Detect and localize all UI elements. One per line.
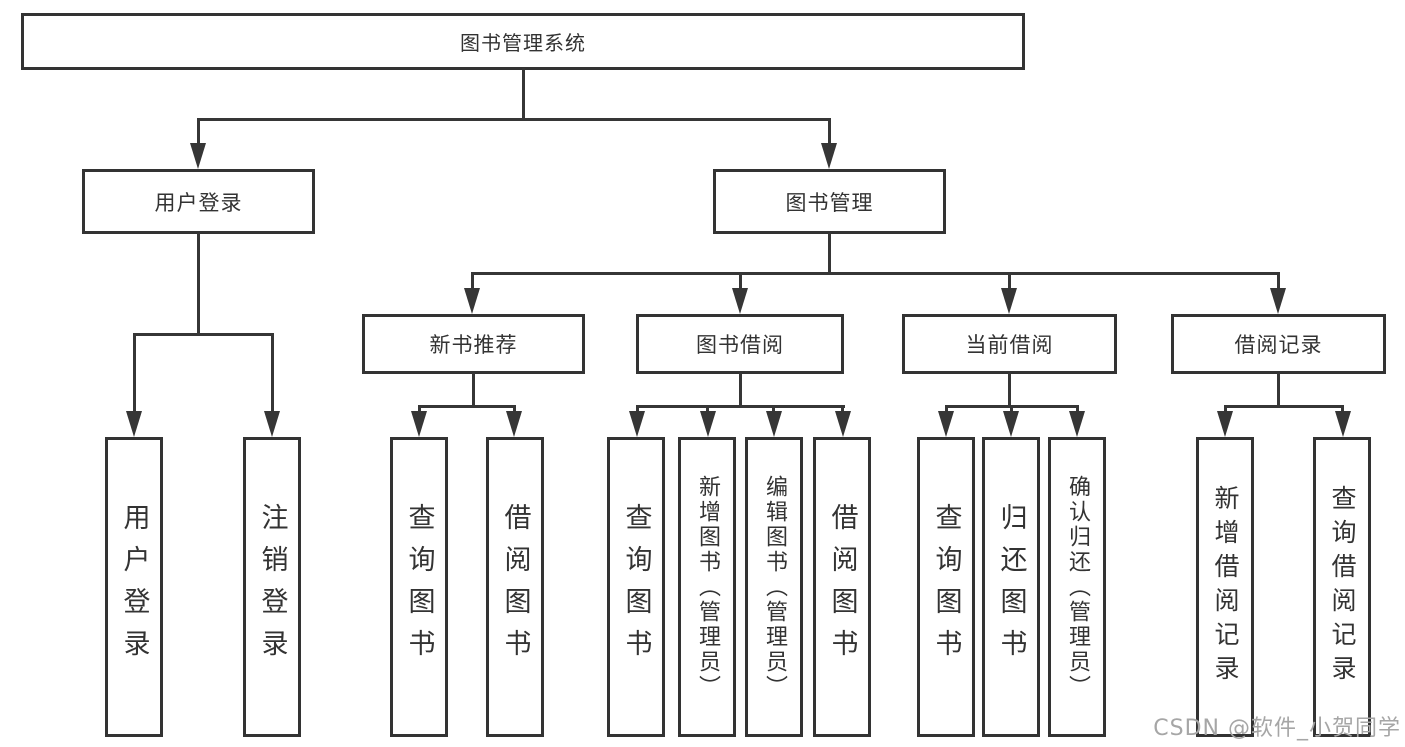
- node-query-books-current: 查询图书: [917, 437, 975, 737]
- node-label: 用户登录: [154, 190, 243, 215]
- node-label: 图书借阅: [696, 333, 784, 357]
- node-book-borrow: 图书借阅: [636, 314, 844, 374]
- node-label: 查询借阅记录: [1328, 485, 1357, 689]
- connector-line: [772, 405, 775, 415]
- connector-line: [637, 405, 845, 408]
- node-query-books-recommend: 查询图书: [390, 437, 448, 737]
- node-add-books-admin: 新增图书（管理员）: [678, 437, 736, 737]
- node-borrow-books: 借阅图书: [813, 437, 871, 737]
- arrow-down-icon: [1270, 288, 1286, 314]
- node-label: 借阅图书: [826, 503, 858, 671]
- node-label: 图书管理: [785, 190, 874, 215]
- node-new-book-recommend: 新书推荐: [362, 314, 585, 374]
- connector-line: [1076, 405, 1079, 415]
- node-query-books-borrow: 查询图书: [607, 437, 665, 737]
- node-label: 查询图书: [930, 503, 962, 671]
- node-edit-books-admin: 编辑图书（管理员）: [745, 437, 803, 737]
- connector-line: [1341, 405, 1344, 415]
- connector-line: [197, 233, 200, 333]
- connector-line: [739, 373, 742, 407]
- arrow-down-icon: [732, 288, 748, 314]
- connector-line: [472, 272, 1280, 275]
- arrow-down-icon: [938, 411, 954, 437]
- node-label: 用户登录: [118, 503, 150, 671]
- connector-line: [945, 405, 948, 415]
- node-label: 确认归还（管理员）: [1065, 474, 1090, 700]
- connector-line: [1008, 373, 1011, 407]
- arrow-down-icon: [1335, 411, 1351, 437]
- arrow-down-icon: [126, 411, 142, 437]
- connector-line: [522, 68, 525, 118]
- connector-line: [513, 405, 516, 415]
- node-library-management-system: 图书管理系统: [21, 13, 1025, 70]
- node-current-borrow: 当前借阅: [902, 314, 1117, 374]
- node-label: 借阅记录: [1234, 333, 1323, 357]
- node-logout: 注销登录: [243, 437, 301, 737]
- arrow-down-icon: [766, 411, 782, 437]
- node-borrow-record: 借阅记录: [1171, 314, 1386, 374]
- node-borrow-books-recommend: 借阅图书: [486, 437, 544, 737]
- connector-line: [1008, 272, 1011, 290]
- node-label: 新增借阅记录: [1211, 485, 1240, 689]
- arrow-down-icon: [700, 411, 716, 437]
- connector-line: [828, 118, 831, 148]
- arrow-down-icon: [821, 143, 837, 169]
- connector-line: [133, 333, 274, 336]
- node-book-management: 图书管理: [713, 169, 946, 234]
- arrow-down-icon: [1003, 411, 1019, 437]
- node-label: 查询图书: [620, 503, 652, 671]
- arrow-down-icon: [411, 411, 427, 437]
- arrow-down-icon: [629, 411, 645, 437]
- connector-line: [739, 272, 742, 290]
- node-confirm-return-admin: 确认归还（管理员）: [1048, 437, 1106, 737]
- connector-line: [197, 118, 831, 121]
- arrow-down-icon: [506, 411, 522, 437]
- connector-line: [197, 118, 200, 148]
- node-add-borrow-record: 新增借阅记录: [1196, 437, 1254, 737]
- connector-line: [271, 333, 274, 411]
- connector-line: [1224, 405, 1227, 415]
- node-return-books: 归还图书: [982, 437, 1040, 737]
- connector-line: [841, 405, 844, 415]
- node-query-borrow-record: 查询借阅记录: [1313, 437, 1371, 737]
- node-user-login: 用户登录: [82, 169, 315, 234]
- connector-line: [706, 405, 709, 415]
- node-label: 借阅图书: [499, 503, 531, 671]
- connector-line: [133, 333, 136, 411]
- node-label: 图书管理系统: [460, 31, 586, 55]
- connector-line: [1010, 405, 1013, 415]
- node-label: 新增图书（管理员）: [695, 474, 720, 700]
- connector-line: [471, 272, 474, 290]
- connector-line: [636, 405, 639, 415]
- node-label: 新书推荐: [429, 333, 518, 357]
- connector-line: [1277, 373, 1280, 407]
- arrow-down-icon: [464, 288, 480, 314]
- node-label: 查询图书: [403, 503, 435, 671]
- connector-line: [1225, 405, 1344, 408]
- node-label: 当前借阅: [965, 333, 1054, 357]
- arrow-down-icon: [1217, 411, 1233, 437]
- node-label: 归还图书: [995, 503, 1027, 671]
- node-label: 注销登录: [256, 503, 288, 671]
- node-label: 编辑图书（管理员）: [762, 474, 787, 700]
- arrow-down-icon: [264, 411, 280, 437]
- csdn-watermark: CSDN @软件_小贺同学: [1153, 716, 1401, 741]
- arrow-down-icon: [835, 411, 851, 437]
- node-user-login-leaf: 用户登录: [105, 437, 163, 737]
- arrow-down-icon: [190, 143, 206, 169]
- connector-line: [419, 405, 516, 408]
- connector-line: [828, 233, 831, 273]
- arrow-down-icon: [1069, 411, 1085, 437]
- connector-line: [418, 405, 421, 415]
- connector-line: [1277, 272, 1280, 290]
- connector-line: [472, 373, 475, 407]
- arrow-down-icon: [1001, 288, 1017, 314]
